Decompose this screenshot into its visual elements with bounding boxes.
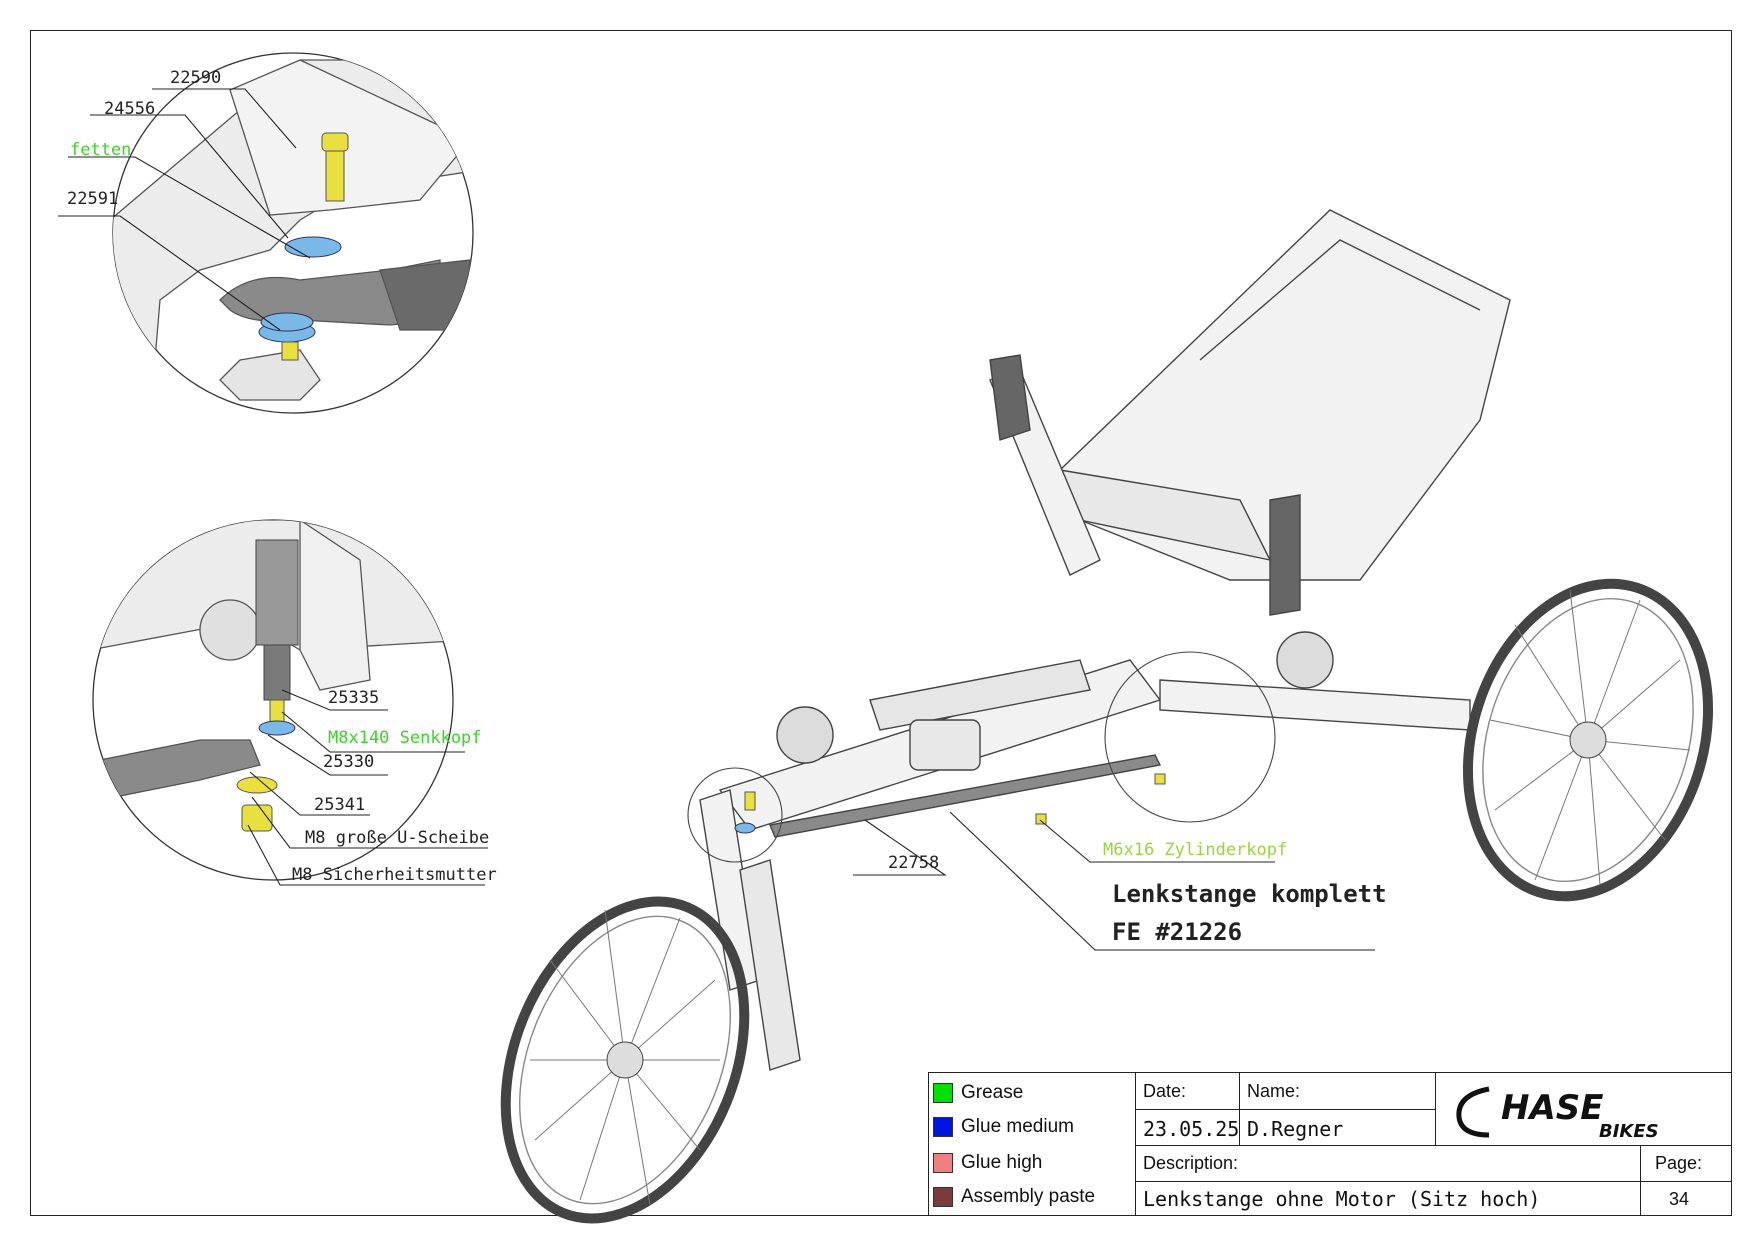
part-label-25330: 25330 (323, 752, 375, 772)
assembly-title: Lenkstange komplett (1112, 880, 1387, 908)
title-block: Grease Glue medium Glue high Assembly pa… (928, 1072, 1732, 1216)
part-label-m8x140-senkkopf: M8x140 Senkkopf (328, 728, 482, 748)
rear-wheel (1462, 578, 1714, 902)
detail-view-lower (92, 519, 488, 886)
part-label-25341: 25341 (314, 795, 366, 815)
name-label: Name: (1247, 1081, 1301, 1101)
legend-item-glue-high: Glue high (933, 1149, 1042, 1177)
name-value: D.Regner (1247, 1117, 1344, 1141)
legend-item-glue-medium: Glue medium (933, 1113, 1074, 1141)
part-label-22590: 22590 (170, 68, 222, 88)
detail-view-upper (58, 52, 474, 414)
page-value: 34 (1669, 1189, 1690, 1209)
front-wheel (500, 896, 750, 1224)
svg-text:BIKES: BIKES (1599, 1121, 1659, 1141)
legend-item-grease: Grease (933, 1079, 1023, 1107)
swatch-glue-medium (933, 1117, 953, 1137)
swatch-grease (933, 1083, 953, 1103)
swatch-glue-high (933, 1153, 953, 1173)
assembly-number: FE #21226 (1112, 918, 1243, 946)
part-label-22758: 22758 (888, 853, 940, 873)
svg-text:HASE: HASE (1501, 1088, 1603, 1128)
hase-bikes-logo: HASE BIKES (1449, 1081, 1719, 1142)
legend-item-assembly-paste: Assembly paste (933, 1183, 1095, 1211)
part-label-m6x16-zylinderkopf: M6x16 Zylinderkopf (1103, 840, 1288, 860)
part-label-m8-nut: M8 Sicherheitsmutter (292, 865, 497, 885)
description-value: Lenkstange ohne Motor (Sitz hoch) (1143, 1187, 1541, 1211)
swatch-assembly-paste (933, 1187, 953, 1207)
trike-overview (699, 209, 1511, 1071)
part-label-24556: 24556 (104, 99, 156, 119)
page-label: Page: (1655, 1153, 1703, 1173)
date-label: Date: (1143, 1081, 1187, 1101)
part-label-m8-washer: M8 große U-Scheibe (305, 828, 490, 848)
part-label-25335: 25335 (328, 688, 380, 708)
description-label: Description: (1143, 1153, 1239, 1173)
part-label-22591: 22591 (67, 189, 119, 209)
date-value: 23.05.25 (1143, 1117, 1240, 1141)
note-fetten: fetten (70, 140, 132, 160)
drawing-frame (30, 30, 1732, 1216)
